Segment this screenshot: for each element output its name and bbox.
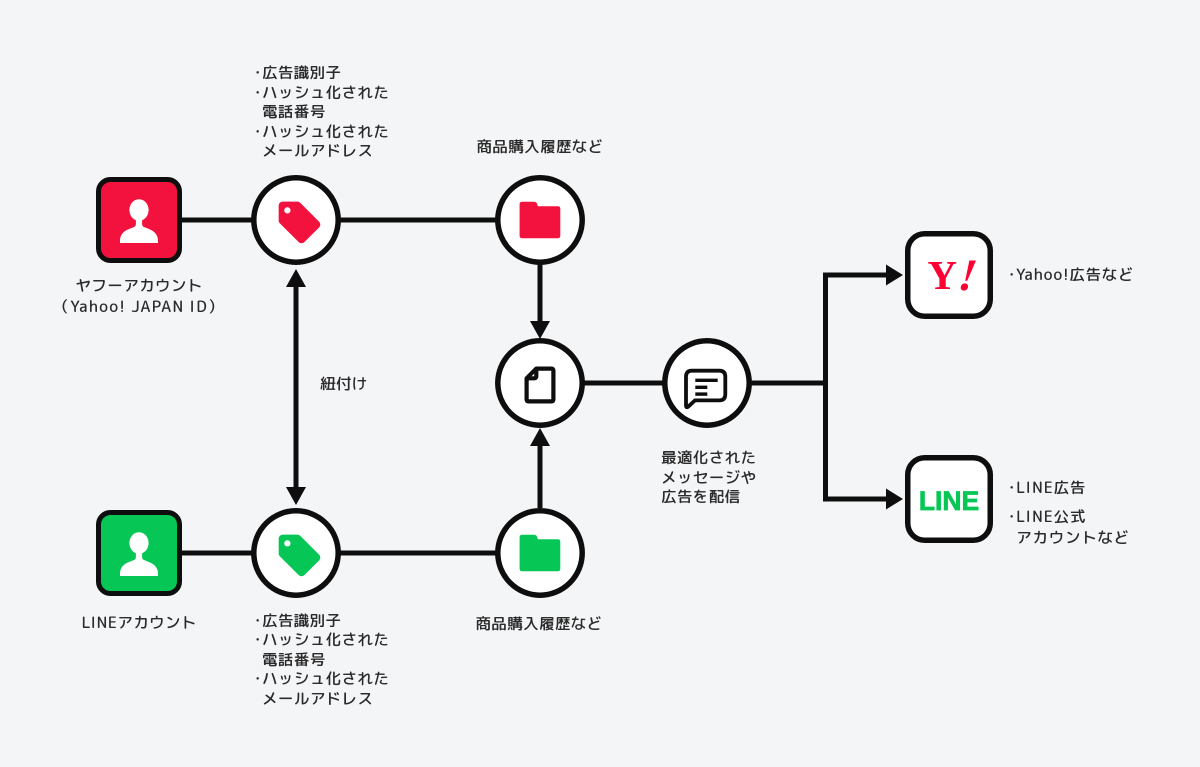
bullet: ・ bbox=[1004, 504, 1021, 527]
list-item-text: 広告識別子 bbox=[262, 608, 342, 631]
list-item-text: LINE公式 アカウントなど bbox=[1016, 504, 1131, 548]
folder-icon bbox=[519, 201, 561, 239]
yahoo-purchase-label: 商品購入履歴など bbox=[476, 135, 604, 157]
bullet: ・ bbox=[250, 608, 266, 631]
link-label: 紐付け bbox=[320, 371, 368, 394]
line-account-node bbox=[96, 510, 182, 596]
line-output-box bbox=[905, 455, 993, 543]
arrow-heads bbox=[286, 264, 903, 510]
tag-icon bbox=[278, 534, 321, 577]
list-item-text: 広告識別子 bbox=[262, 61, 342, 84]
line-output-caption: ・ LINE広告 ・ LINE公式 アカウントなど bbox=[1004, 477, 1130, 548]
yahoo-logo: Y! bbox=[905, 231, 993, 319]
list-item: ・ ハッシュ化された 電話番号 bbox=[250, 630, 389, 669]
yahoo-logo-exclamation: ! bbox=[955, 250, 981, 300]
list-item-line: LINE公式 bbox=[1016, 504, 1087, 527]
list-item-line: メールアドレス bbox=[262, 139, 374, 162]
arrowhead-link-down bbox=[286, 487, 306, 505]
arrowhead-down-to-document bbox=[530, 321, 550, 339]
line-identifier-list: ・ 広告識別子 ・ ハッシュ化された 電話番号 ・ ハッシュ化された メールアド… bbox=[250, 608, 389, 709]
list-item-line: ハッシュ化された bbox=[262, 628, 390, 651]
bullet: ・ bbox=[250, 628, 266, 651]
list-item: ・ 広告識別子 bbox=[250, 63, 389, 83]
arrowhead-to-line-output bbox=[886, 488, 903, 510]
yahoo-logo-y: Y bbox=[927, 252, 958, 298]
list-item: ・ ハッシュ化された 電話番号 bbox=[250, 80, 390, 123]
bullet: ・ bbox=[1004, 262, 1021, 285]
bullet: ・ bbox=[250, 119, 266, 142]
line-logo: LINE bbox=[905, 455, 993, 543]
document-icon bbox=[524, 366, 556, 404]
list-item-line: ハッシュ化された bbox=[262, 80, 390, 103]
bullet: ・ bbox=[250, 80, 266, 103]
tag-icon bbox=[278, 201, 321, 244]
arrowhead-link-up bbox=[286, 269, 306, 287]
yahoo-account-label-line2: （Yahoo! JAPAN ID） bbox=[53, 294, 225, 317]
list-item-text: ハッシュ化された メールアドレス bbox=[262, 119, 390, 162]
message-circle bbox=[662, 338, 752, 428]
list-item: ・ 広告識別子 bbox=[250, 608, 389, 631]
list-item: ・ ハッシュ化された メールアドレス bbox=[250, 119, 390, 162]
list-item-text: Yahoo!広告など bbox=[1016, 262, 1135, 285]
list-item-text: ハッシュ化された 電話番号 bbox=[262, 630, 389, 669]
list-item-line: アカウントなど bbox=[1016, 525, 1131, 548]
list-item-text: LINE広告 bbox=[1016, 476, 1087, 498]
message-caption-line: メッセージや bbox=[661, 465, 757, 488]
list-item: ・ LINE公式 アカウントなど bbox=[1004, 504, 1131, 548]
list-item: ・ Yahoo!広告など bbox=[1004, 262, 1135, 285]
bullet: ・ bbox=[1004, 476, 1021, 498]
person-icon bbox=[120, 532, 158, 576]
arrowhead-up-to-document bbox=[530, 428, 550, 446]
connector-lines bbox=[182, 217, 888, 556]
list-item-text: ハッシュ化された メールアドレス bbox=[262, 669, 389, 708]
person-icon bbox=[120, 199, 158, 243]
list-item-line: 電話番号 bbox=[262, 100, 326, 123]
folder-icon bbox=[519, 534, 561, 572]
yahoo-output-box bbox=[905, 231, 993, 319]
yahoo-account-label-line1: ヤフーアカウント bbox=[75, 273, 203, 296]
list-item-text: ハッシュ化された 電話番号 bbox=[262, 80, 390, 123]
yahoo-account-label: ヤフーアカウント （Yahoo! JAPAN ID） bbox=[29, 273, 249, 317]
bullet: ・ bbox=[250, 667, 266, 690]
list-item-line: ハッシュ化された bbox=[262, 119, 390, 142]
list-item-line: ハッシュ化された bbox=[262, 667, 390, 690]
list-item-line: 電話番号 bbox=[262, 647, 326, 670]
arrowhead-to-yahoo-output bbox=[886, 264, 903, 286]
message-caption-line: 広告を配信 bbox=[661, 485, 741, 508]
yahoo-account-node bbox=[96, 177, 182, 263]
list-item-line: メールアドレス bbox=[262, 686, 374, 709]
list-item: ・ LINE広告 bbox=[1004, 477, 1130, 498]
line-logo-text: LINE bbox=[918, 485, 980, 516]
message-caption: 最適化された メッセージや 広告を配信 bbox=[661, 448, 756, 507]
line-purchase-label: 商品購入履歴など bbox=[475, 611, 603, 634]
message-caption-line: 最適化された bbox=[661, 446, 757, 469]
chat-bubble-icon bbox=[684, 368, 728, 410]
bullet: ・ bbox=[250, 61, 266, 84]
yahoo-output-caption: ・ Yahoo!広告など bbox=[1004, 262, 1135, 285]
yahoo-identifier-list: ・ 広告識別子 ・ ハッシュ化された 電話番号 ・ ハッシュ化された メールアド… bbox=[250, 63, 389, 161]
line-account-label: LINEアカウント bbox=[81, 611, 197, 633]
list-item: ・ ハッシュ化された メールアドレス bbox=[250, 669, 389, 708]
